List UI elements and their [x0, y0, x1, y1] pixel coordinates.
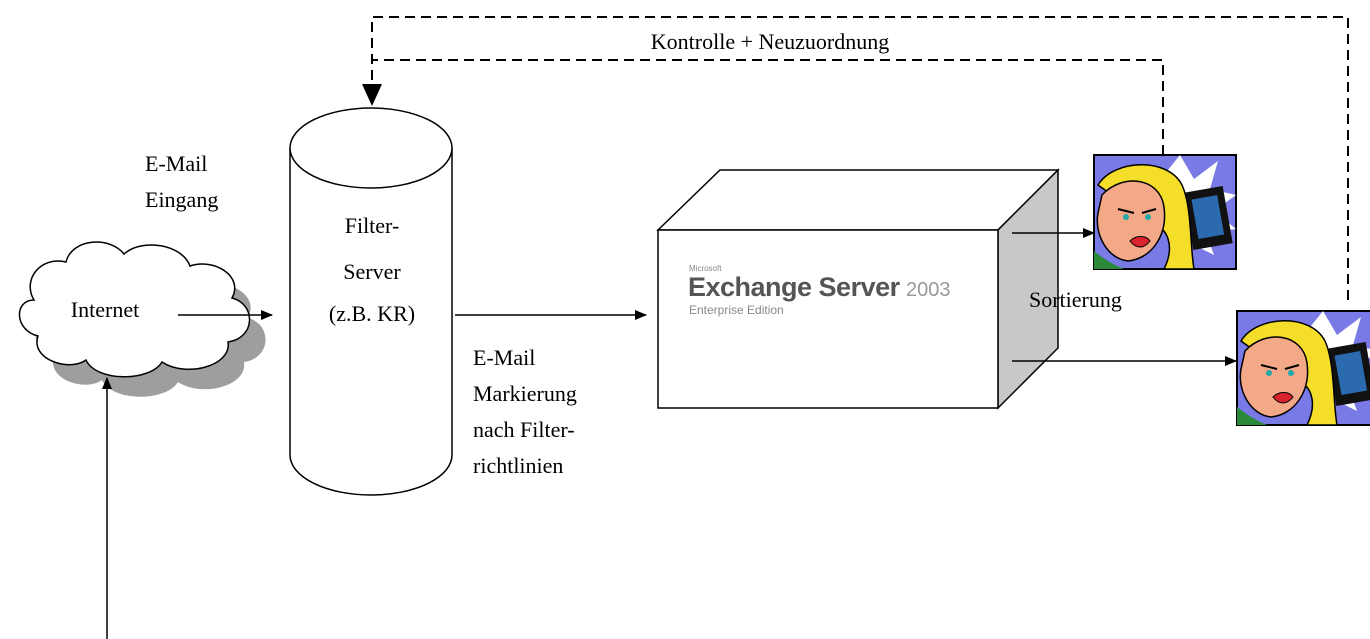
- user-at-computer-icon: [1093, 154, 1237, 270]
- filter-server-cylinder-icon: [289, 107, 453, 496]
- logo-year: 2003: [906, 279, 951, 301]
- user-at-computer-icon: [1236, 310, 1370, 426]
- logo-edition: Enterprise Edition: [689, 303, 784, 317]
- marking-label-line4: richtlinien: [473, 453, 564, 478]
- feedback-label: Kontrolle + Neuzuordnung: [650, 29, 890, 54]
- internet-label: Internet: [70, 297, 140, 322]
- email-in-label-line2: Eingang: [145, 187, 219, 212]
- feedback-arrowhead: [362, 84, 382, 106]
- sorting-label: Sortierung: [1029, 287, 1122, 312]
- internet-cloud-icon: [18, 241, 266, 397]
- feedback-dashed-lines: [371, 16, 1349, 300]
- filter-server-label-line1: Filter-: [344, 213, 400, 238]
- exchange-server-box-icon: [656, 168, 1060, 410]
- filter-server-label-line2: Server: [343, 259, 401, 284]
- exchange-logo: Microsoft Exchange Server 2003 Enterpris…: [688, 264, 951, 317]
- marking-label-line3: nach Filter-: [473, 417, 575, 442]
- marking-label-line1: E-Mail: [473, 345, 536, 370]
- logo-name: Exchange Server: [688, 272, 901, 302]
- marking-label-line2: Markierung: [473, 381, 577, 406]
- filter-server-label-line3: (z.B. KR): [328, 301, 416, 326]
- logo-microsoft: Microsoft: [689, 264, 722, 273]
- email-in-label-line1: E-Mail: [145, 151, 208, 176]
